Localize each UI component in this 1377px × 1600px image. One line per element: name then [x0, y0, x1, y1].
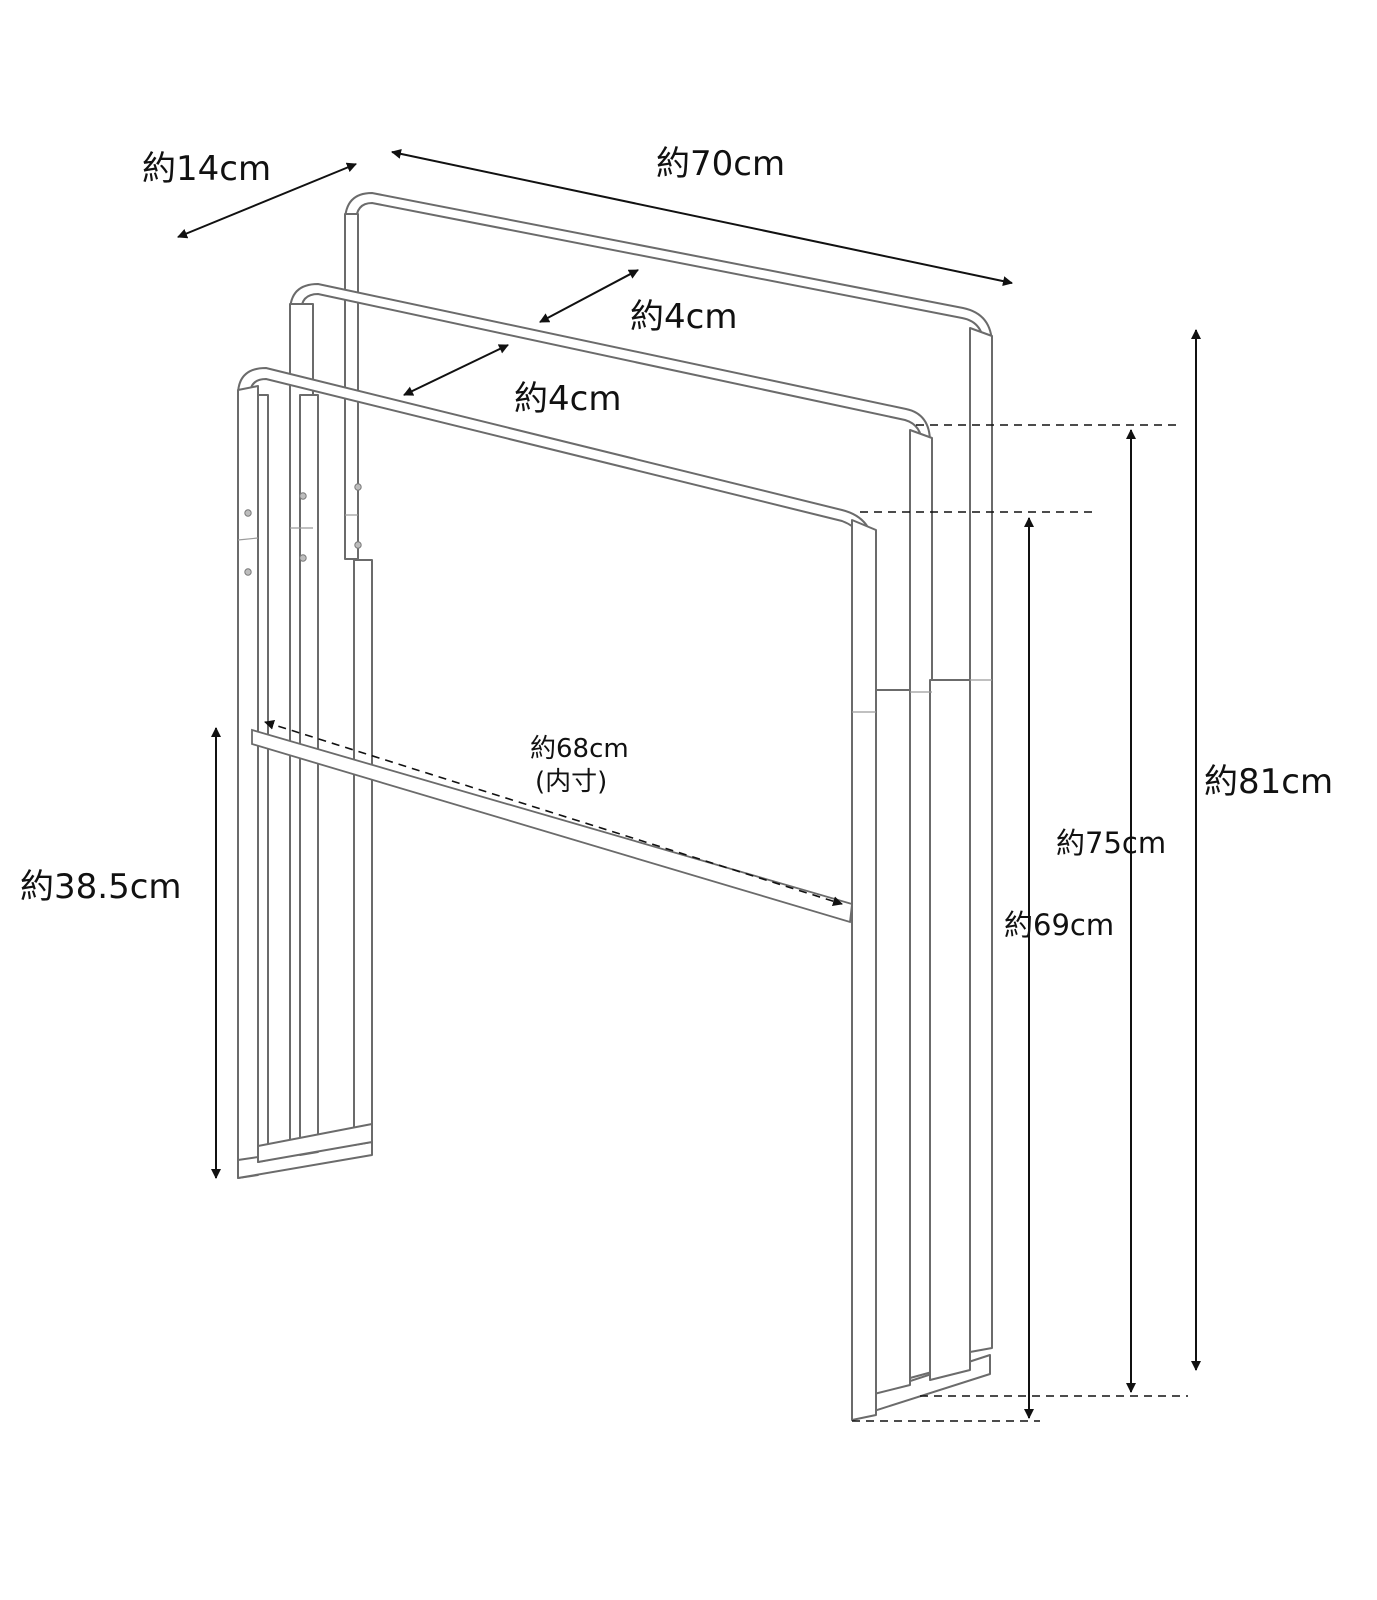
depth-dimension-arrow — [177, 162, 357, 239]
dimension-labels: 約14cm 約70cm 約4cm 約4cm 約68cm (内寸) 約38.5cm… — [20, 144, 1333, 942]
inner-width-arrow — [264, 719, 843, 907]
middle-frame — [289, 283, 933, 1379]
inner-width-note: (内寸) — [535, 767, 607, 797]
front-left-leg-outer — [237, 385, 259, 1179]
height-middle-label: 約75cm — [1056, 826, 1166, 860]
assembly-joints — [237, 483, 992, 713]
dimension-lines — [177, 148, 1201, 1422]
screw-hole — [354, 541, 362, 549]
screw-hole — [354, 483, 362, 491]
front-right-leg — [851, 519, 877, 1421]
inner-width-label: 約68cm — [530, 734, 629, 764]
width-dimension-arrow — [391, 148, 1013, 287]
bar-gap-upper-label: 約4cm — [630, 297, 737, 337]
bar-gap-lower-arrow — [403, 344, 509, 396]
width-label: 約70cm — [656, 144, 785, 184]
depth-label: 約14cm — [142, 149, 271, 189]
height-front-label: 約69cm — [1004, 908, 1114, 942]
lower-bar-height-label: 約38.5cm — [20, 867, 182, 907]
screw-hole — [299, 554, 307, 562]
height-total-label: 約81cm — [1204, 762, 1333, 802]
screw-hole — [299, 492, 307, 500]
screw-hole — [244, 509, 252, 517]
back-left-leg — [344, 213, 359, 560]
right-base-panel — [851, 679, 991, 1419]
screw-hole — [244, 568, 252, 576]
bar-gap-upper-arrow — [539, 269, 639, 323]
bar-gap-lower-label: 約4cm — [514, 379, 621, 419]
